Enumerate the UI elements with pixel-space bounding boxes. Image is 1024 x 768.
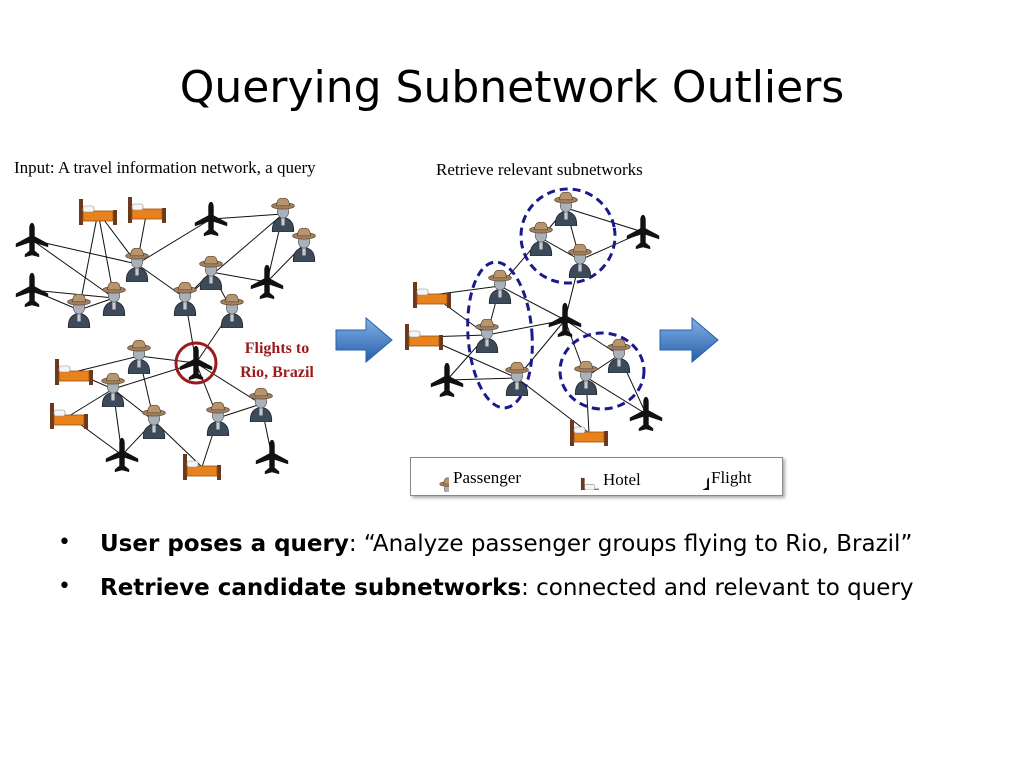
- legend-hotel-icon: [561, 464, 599, 490]
- flight-icon: [194, 201, 228, 237]
- bullet-bold: User poses a query: [100, 531, 349, 557]
- passenger-icon: [574, 360, 598, 395]
- legend-flight-icon: [683, 464, 709, 490]
- bullet-rest: : connected and relevant to query: [521, 575, 914, 601]
- flight-icon: [626, 214, 660, 250]
- network-edge: [31, 289, 115, 299]
- arrow-1: [335, 316, 393, 364]
- passenger-icon: [271, 197, 295, 232]
- passenger-icon: [125, 247, 149, 282]
- right-network-edges: [423, 207, 647, 434]
- flight-icon: [15, 222, 49, 258]
- flight-icon: [255, 439, 289, 475]
- arrow-2: [659, 316, 719, 364]
- bullet-list: • User poses a query: “Analyze passenger…: [58, 528, 998, 616]
- network-edge: [540, 237, 581, 261]
- network-edge: [210, 271, 268, 283]
- query-flight-highlight: [174, 341, 218, 385]
- network-edge: [138, 355, 197, 364]
- bullet-icon: •: [58, 574, 71, 599]
- network-edge: [564, 319, 620, 356]
- bullet-icon: •: [58, 530, 71, 555]
- passenger-icon: [505, 361, 529, 396]
- network-edge: [136, 218, 212, 265]
- network-edge: [516, 377, 590, 434]
- bullet-item: • Retrieve candidate subnetworks: connec…: [58, 572, 998, 616]
- flight-icon: [548, 302, 582, 338]
- passenger-icon: [67, 293, 91, 328]
- passenger-icon: [568, 243, 592, 278]
- network-edge: [78, 211, 99, 311]
- network-diagram: Flights to Rio, Brazil: [15, 187, 719, 481]
- network-edge: [31, 239, 138, 265]
- passenger-icon: [173, 281, 197, 316]
- legend: Passenger Hotel Flight: [410, 457, 783, 496]
- query-label-line1: Flights to: [245, 340, 309, 357]
- passenger-icon: [142, 404, 166, 439]
- passenger-icon: [554, 191, 578, 226]
- subnetwork-outlines: [466, 187, 646, 411]
- flight-icon: [15, 272, 49, 308]
- legend-hotel-label: Hotel: [603, 470, 641, 489]
- hotel-icon: [78, 198, 118, 226]
- left-network-edges: [31, 209, 305, 468]
- hotel-icon: [54, 358, 94, 386]
- network-edge: [431, 285, 501, 296]
- passenger-icon: [102, 281, 126, 316]
- passenger-icon: [249, 387, 273, 422]
- network-edge: [585, 376, 647, 415]
- flight-icon: [179, 345, 213, 381]
- passenger-icon: [101, 372, 125, 407]
- slide-title: Querying Subnetwork Outliers: [179, 62, 845, 113]
- left-network-nodes: [15, 196, 316, 481]
- legend-passenger-icon: [425, 460, 449, 492]
- legend-passenger-label: Passenger: [453, 468, 521, 487]
- query-label-line2: Rio, Brazil: [240, 364, 314, 381]
- network-edge: [210, 213, 284, 220]
- network-edge: [565, 207, 644, 233]
- network-edge: [499, 285, 566, 321]
- bullet-item: • User poses a query: “Analyze passenger…: [58, 528, 998, 572]
- passenger-icon: [529, 221, 553, 256]
- hotel-icon: [404, 323, 444, 351]
- right-network-nodes: [404, 191, 663, 447]
- hotel-icon: [182, 453, 222, 481]
- bullet-bold: Retrieve candidate subnetworks: [100, 575, 522, 601]
- network-edge: [217, 403, 262, 419]
- hotel-icon: [412, 281, 452, 309]
- network-edge: [31, 239, 115, 299]
- passenger-icon: [220, 293, 244, 328]
- hotel-icon: [127, 196, 167, 224]
- passenger-icon: [206, 401, 230, 436]
- passenger-icon: [475, 318, 499, 353]
- subnetwork-outline-3: [558, 331, 646, 411]
- passenger-icon: [607, 338, 631, 373]
- bullet-rest: : “Analyze passenger groups flying to Ri…: [348, 531, 913, 557]
- passenger-icon: [292, 227, 316, 262]
- left-panel-caption: Input: A travel information network, a q…: [14, 158, 316, 177]
- subnetwork-outline-2: [466, 260, 534, 410]
- network-edge: [68, 388, 114, 417]
- subnetwork-outline-1: [519, 187, 617, 285]
- network-edge: [446, 377, 518, 381]
- network-edge: [73, 355, 140, 373]
- right-panel-caption: Retrieve relevant subnetworks: [436, 160, 643, 179]
- legend-flight-label: Flight: [711, 468, 752, 487]
- flight-icon: [629, 396, 663, 432]
- hotel-icon: [49, 402, 89, 430]
